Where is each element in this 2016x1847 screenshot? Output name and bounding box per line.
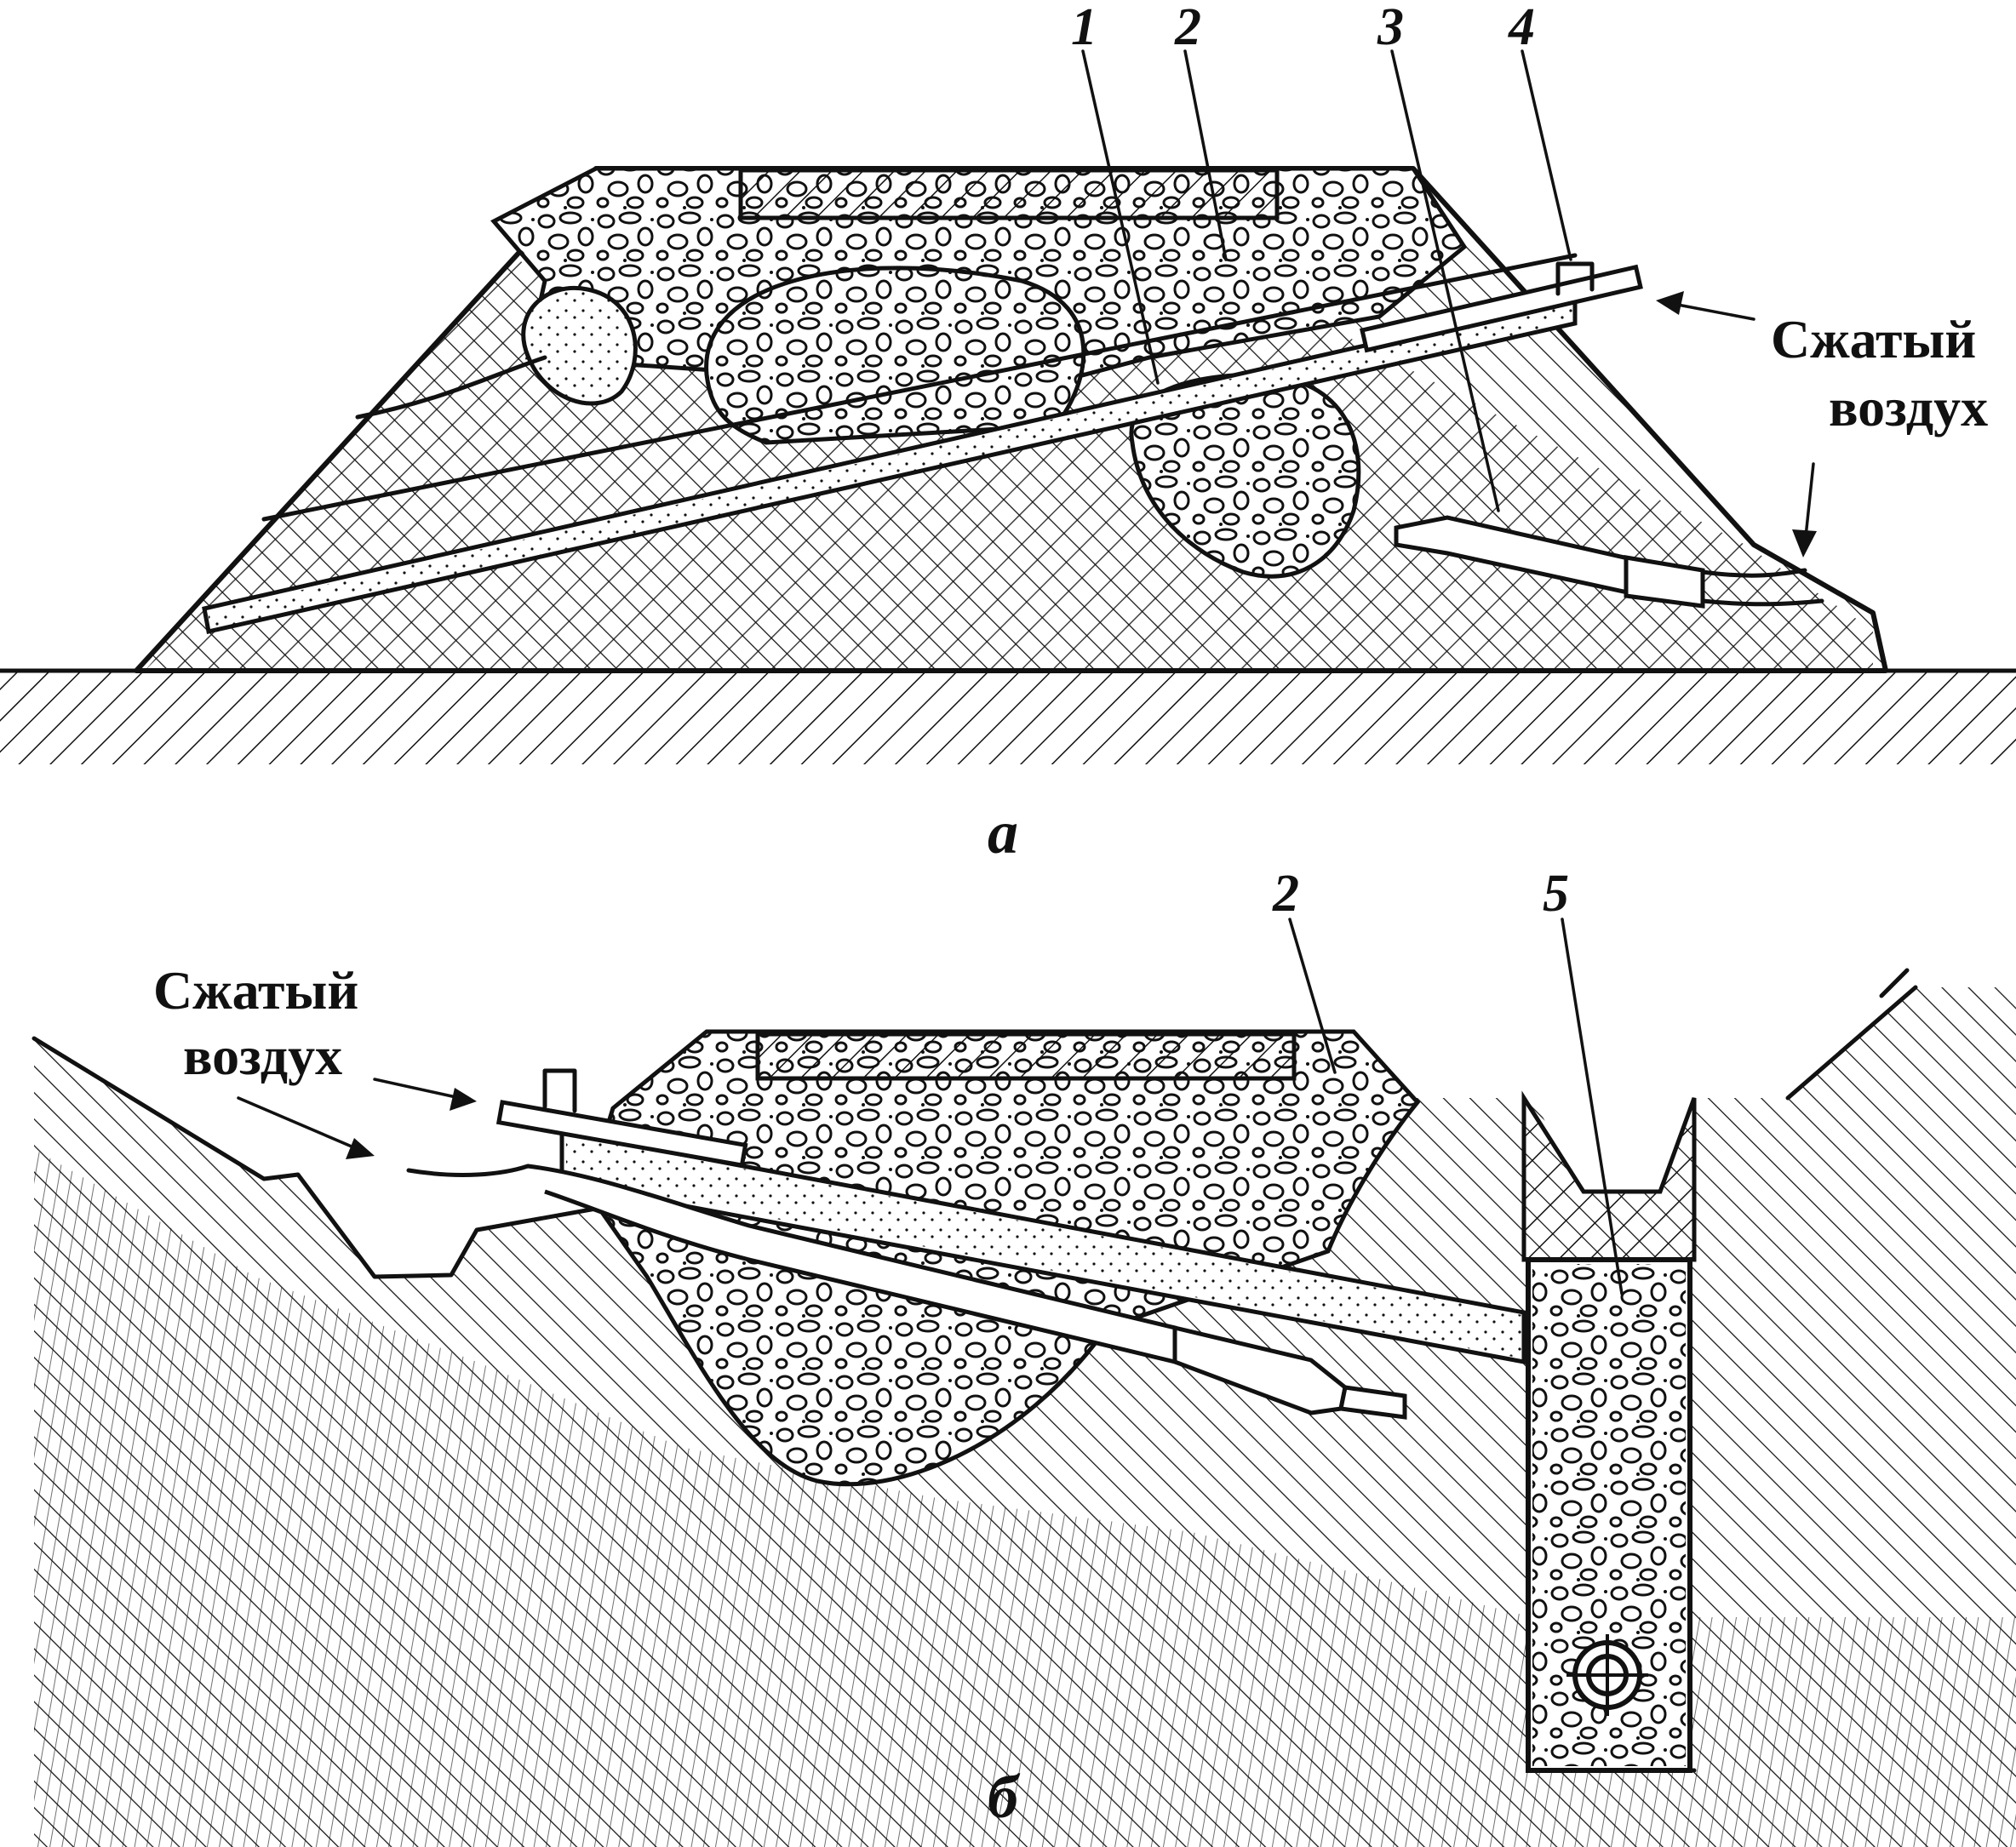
valve-a: [1555, 261, 1595, 296]
air-pipe-b: [495, 1100, 748, 1168]
label-2-a: 2: [1174, 0, 1201, 56]
pneumatic-lance-a: [1394, 515, 1824, 609]
label-4-a: 4: [1508, 0, 1535, 56]
air-label-b-line1: Сжатый: [153, 960, 358, 1021]
arrow-head-icon: [1656, 291, 1684, 315]
label-3-a: 3: [1377, 0, 1404, 56]
label-5-b: 5: [1543, 865, 1569, 923]
sleeper-b: [755, 1032, 1297, 1081]
arrow-head-icon: [450, 1088, 477, 1111]
air-label-a-line1: Сжатый: [1771, 309, 1976, 369]
air-label-b-line2: воздух: [183, 1026, 342, 1086]
ground-a: [0, 671, 2016, 764]
label-2-b: 2: [1272, 865, 1299, 923]
caption-a: а: [988, 798, 1018, 866]
arrow-head-icon: [346, 1138, 375, 1159]
diagram-b: 2 5 Сжатый воздух б: [32, 865, 2016, 1847]
air-pipe-a: [1360, 264, 1643, 353]
air-label-a-line2: воздух: [1829, 377, 1988, 437]
trench-cover-b: [1521, 1090, 1697, 1262]
label-1-a: 1: [1071, 0, 1097, 56]
diagram-a: 1 2 3 4 Сжатый воздух а: [0, 0, 2016, 866]
valve-b: [542, 1068, 577, 1113]
caption-b: б: [988, 1763, 1021, 1831]
arrow-head-icon: [1792, 529, 1817, 558]
drain-pipe-icon: [1566, 1634, 1648, 1716]
sleeper-a: [738, 168, 1280, 220]
pneumatic-lance-b: [406, 1164, 1407, 1420]
